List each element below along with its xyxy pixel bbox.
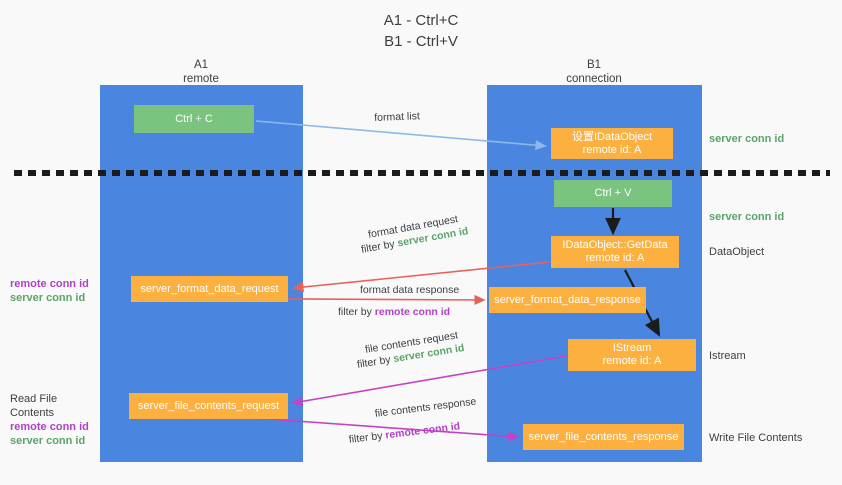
label-mid-remote-conn-id: remote conn id <box>10 278 89 290</box>
box-server-file-contents-response-label: server_file_contents_response <box>528 430 679 443</box>
label-write-file-contents: Write File Contents <box>709 432 803 444</box>
box-ctrl-c[interactable]: Ctrl + C <box>134 105 254 133</box>
box-istream-line1: IStream <box>612 342 652 354</box>
column-header-b1: B1 connection <box>514 58 674 86</box>
column-header-b1-sub: connection <box>566 73 622 85</box>
box-ctrl-c-label: Ctrl + C <box>175 112 213 125</box>
label-dataobject: DataObject <box>709 246 765 258</box>
wire-file-contents-request <box>291 355 567 407</box>
wire-format-list <box>255 120 547 151</box>
box-set-idataobject-line1: 设置IDataObject <box>571 130 653 143</box>
edge-label-format-data-response: format data response <box>360 284 460 296</box>
box-ctrl-v[interactable]: Ctrl + V <box>554 180 672 207</box>
wire-format-data-request <box>292 261 550 293</box>
label-mid-server-conn-id: server conn id <box>10 292 86 304</box>
edge-label-format-data-response-filter: filter by remote conn id <box>338 305 450 319</box>
box-set-idataobject-line2: remote id: A <box>582 143 642 156</box>
label-server-conn-id-mid: server conn id <box>709 211 785 223</box>
box-istream[interactable]: IStream remote id: A <box>568 339 696 371</box>
label-stack-middle: remote conn id server conn id <box>10 277 102 305</box>
column-header-a1-name: A1 <box>193 59 209 71</box>
box-server-file-contents-request-label: server_file_contents_request <box>137 399 280 412</box>
title-line-1: A1 - Ctrl+C <box>383 12 459 29</box>
box-ctrl-v-label: Ctrl + V <box>594 187 632 199</box>
label-low-remote-conn-id: remote conn id <box>10 421 89 433</box>
box-server-format-data-request-label: server_format_data_request <box>140 282 279 295</box>
box-server-format-data-request[interactable]: server_format_data_request <box>131 276 288 302</box>
edge-filter-key-2: remote conn id <box>374 306 451 318</box>
box-istream-line2: remote id: A <box>602 355 662 367</box>
box-idataobject-getdata-line2: remote id: A <box>585 252 645 264</box>
box-idataobject-getdata[interactable]: IDataObject::GetData remote id: A <box>551 236 679 268</box>
label-low-server-conn-id: server conn id <box>10 435 86 447</box>
title-line-2: B1 - Ctrl+V <box>384 33 458 50</box>
label-read-file-contents: Read File Contents <box>10 393 58 419</box>
phase-separator-dashed-line <box>14 170 830 176</box>
column-header-a1: A1 remote <box>121 58 281 86</box>
box-server-file-contents-request[interactable]: server_file_contents_request <box>129 393 288 419</box>
label-server-conn-id-top: server conn id <box>709 133 785 145</box>
box-server-format-data-response[interactable]: server_format_data_response <box>489 287 646 313</box>
page-title: A1 - Ctrl+C B1 - Ctrl+V <box>0 10 842 52</box>
box-idataobject-getdata-line1: IDataObject::GetData <box>562 239 668 251</box>
column-header-a1-sub: remote <box>183 73 219 85</box>
box-server-format-data-response-label: server_format_data_response <box>494 293 641 306</box>
box-server-file-contents-response[interactable]: server_file_contents_response <box>523 424 684 450</box>
edge-filter-prefix-2: filter by <box>338 306 375 318</box>
edge-label-format-list: format list <box>374 110 420 124</box>
box-set-idataobject[interactable]: 设置IDataObject remote id: A <box>551 128 673 159</box>
label-istream: Istream <box>709 350 746 362</box>
label-stack-lower: Read File Contents remote conn id server… <box>10 392 102 448</box>
column-header-b1-name: B1 <box>586 59 602 71</box>
